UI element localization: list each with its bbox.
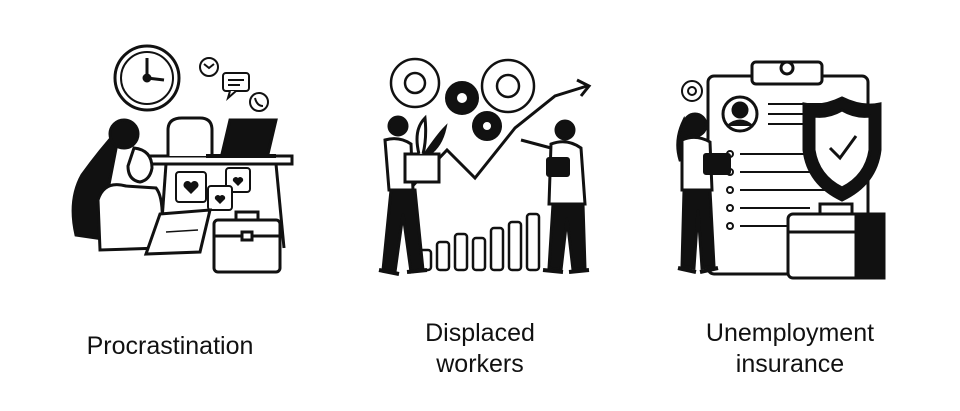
caption-procrastination: Procrastination [86, 332, 254, 360]
panel-displaced-workers: Displaced workers [355, 0, 605, 411]
procrastination-illustration [71, 44, 294, 274]
gear-icon [389, 57, 536, 114]
gear-icon [445, 81, 502, 141]
woman-figure [676, 112, 719, 274]
tablet-icon [143, 208, 212, 256]
briefcase-icon [786, 202, 886, 280]
tablet-icon [546, 157, 570, 177]
woman-figure [71, 118, 164, 252]
phone-icon [249, 92, 269, 112]
chair [166, 116, 214, 156]
heart-icon [175, 167, 251, 211]
bar-chart-icon [417, 212, 541, 272]
wall-clock-icon [113, 44, 181, 112]
user-avatar-icon [721, 95, 759, 133]
plant-box-icon [403, 114, 448, 184]
displaced-workers-illustration [378, 57, 592, 276]
briefcase-icon [212, 210, 282, 274]
panel-unemployment-insurance: Unemployment insurance [660, 0, 920, 411]
panel-procrastination: Procrastination [40, 0, 300, 411]
chat-bubble-icon [222, 72, 250, 101]
caption-displaced-workers: Displaced workers [425, 319, 535, 378]
mail-icon [199, 57, 219, 77]
gear-icon [681, 80, 703, 102]
laptop-icon [206, 118, 278, 158]
caption-unemployment-insurance: Unemployment insurance [705, 319, 875, 378]
unemployment-insurance-illustration [676, 60, 886, 280]
tablet-icon [703, 153, 731, 175]
shield-check-icon [802, 96, 882, 202]
